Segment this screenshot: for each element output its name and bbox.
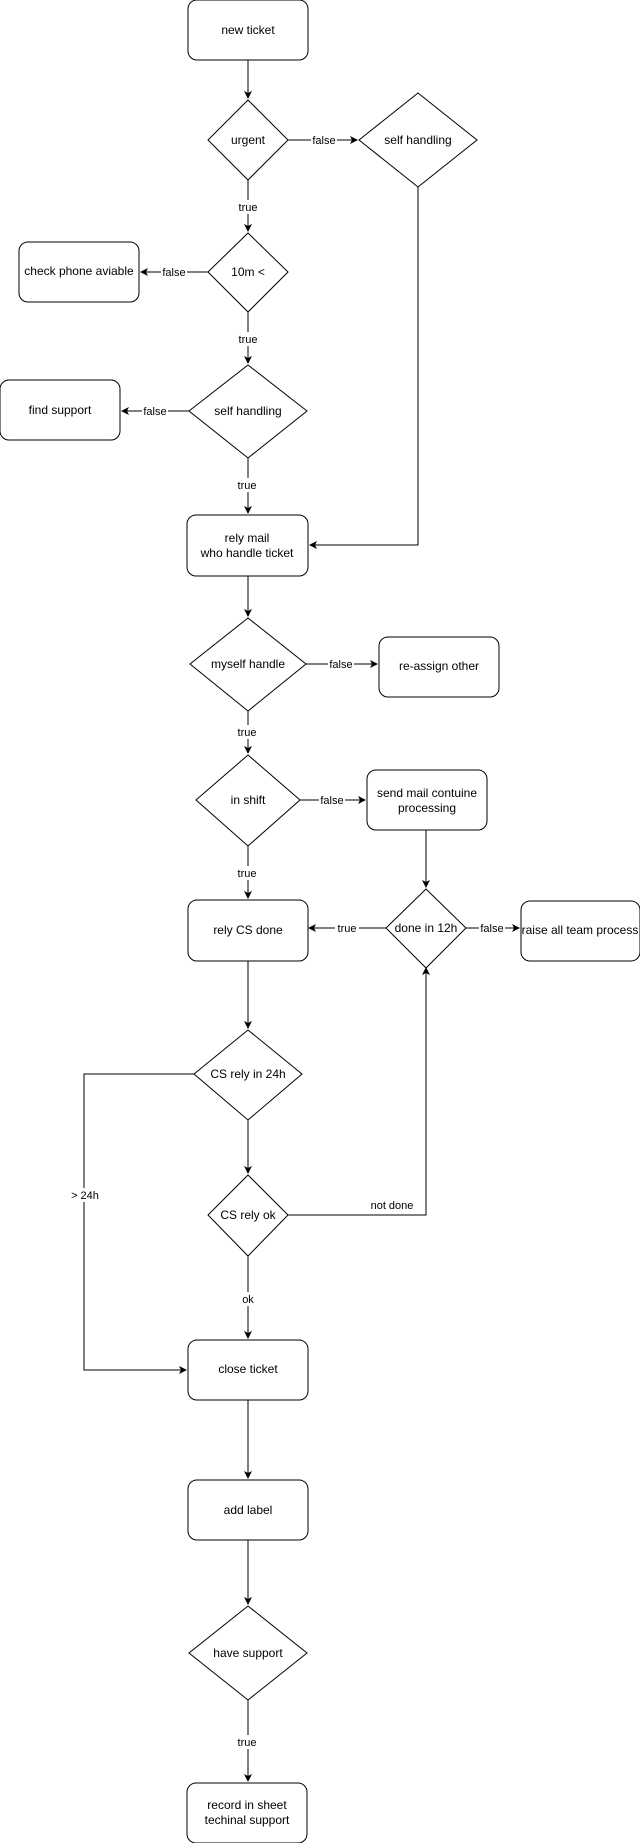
node-rely-mail[interactable]: rely mail who handle ticket [186, 514, 309, 577]
node-myself-handle-label: myself handle [211, 657, 285, 671]
edge-label-have-support-true: true [238, 1737, 257, 1749]
edge-label-myself-true: true [238, 727, 257, 739]
edge-label-urgent-true: true [239, 202, 258, 214]
node-10m-label: 10m < [231, 265, 265, 279]
node-reassign-other-label: re-assign other [399, 659, 479, 673]
node-cs-rely-ok-label: CS rely ok [220, 1208, 276, 1222]
edge-label-inshift-false: false [320, 795, 343, 807]
node-rely-mail-label-line2: who handle ticket [200, 546, 294, 560]
edge-not-done [288, 967, 430, 1216]
node-urgent-label: urgent [231, 133, 266, 147]
edge-label-myself-false: false [329, 659, 352, 671]
node-in-shift[interactable]: in shift [195, 754, 301, 847]
node-send-mail-label-line1: send mail contuine [377, 786, 477, 800]
node-self-handling-right[interactable]: self handling [358, 92, 478, 188]
edge-label-done12-true: true [338, 923, 357, 935]
node-send-mail-label-line2: processing [398, 801, 456, 815]
edge-label-urgent-false: false [312, 135, 335, 147]
node-rely-mail-label-line1: rely mail [225, 531, 270, 545]
node-record-sheet[interactable]: record in sheet techinal support [186, 1782, 308, 1843]
node-self-handling-left-label: self handling [214, 404, 281, 418]
node-myself-handle[interactable]: myself handle [189, 617, 307, 712]
node-raise-team[interactable]: raise all team process [520, 900, 640, 962]
node-find-support[interactable]: find support [0, 379, 121, 441]
node-done-12h[interactable]: done in 12h [385, 888, 467, 969]
node-check-phone[interactable]: check phone aviable [18, 241, 140, 303]
node-send-mail[interactable]: send mail contuine processing [366, 769, 488, 831]
node-find-support-label: find support [29, 403, 92, 417]
edge-label-selfhandling-true: true [238, 480, 257, 492]
node-cs-rely-24h-label: CS rely in 24h [210, 1067, 285, 1081]
node-self-handling-left[interactable]: self handling [188, 364, 308, 459]
edge-label-inshift-true: true [238, 868, 257, 880]
edge-label-over-24h: > 24h [71, 1190, 99, 1202]
node-close-ticket-label: close ticket [218, 1362, 278, 1376]
edge-label-selfhandling-false: false [143, 406, 166, 418]
node-reassign-other[interactable]: re-assign other [378, 636, 500, 698]
edge-label-ok: ok [242, 1294, 254, 1306]
node-10m[interactable]: 10m < [207, 232, 289, 313]
edge-self-handling-right-to-rely-mail [309, 187, 419, 549]
node-rely-cs-done[interactable]: rely CS done [187, 899, 309, 962]
node-urgent[interactable]: urgent [207, 99, 289, 181]
node-done-12h-label: done in 12h [395, 921, 458, 935]
edge-label-done12-false: false [480, 923, 503, 935]
node-have-support[interactable]: have support [188, 1605, 308, 1701]
node-add-label[interactable]: add label [187, 1479, 309, 1541]
node-record-sheet-label-line2: techinal support [205, 1813, 290, 1827]
node-cs-rely-ok[interactable]: CS rely ok [207, 1174, 289, 1257]
node-raise-team-label: raise all team process [522, 923, 639, 937]
node-new-ticket-label: new ticket [221, 23, 275, 37]
node-new-ticket[interactable]: new ticket [187, 0, 309, 61]
edge-label-10m-true: true [239, 334, 258, 346]
edge-over-24h [83, 1073, 194, 1374]
edge-labels: false true false true false true false t… [69, 133, 505, 1749]
node-self-handling-right-label: self handling [384, 133, 451, 147]
edge-label-not-done: not done [371, 1200, 414, 1212]
node-record-sheet-label-line1: record in sheet [207, 1798, 287, 1812]
node-rely-cs-done-label: rely CS done [213, 923, 283, 937]
node-add-label-label: add label [224, 1503, 273, 1517]
node-in-shift-label: in shift [231, 793, 266, 807]
node-close-ticket[interactable]: close ticket [187, 1339, 309, 1401]
node-cs-rely-24h[interactable]: CS rely in 24h [193, 1029, 303, 1121]
node-check-phone-label: check phone aviable [24, 264, 134, 278]
edge-label-10m-false: false [162, 267, 185, 279]
node-have-support-label: have support [213, 1646, 283, 1660]
